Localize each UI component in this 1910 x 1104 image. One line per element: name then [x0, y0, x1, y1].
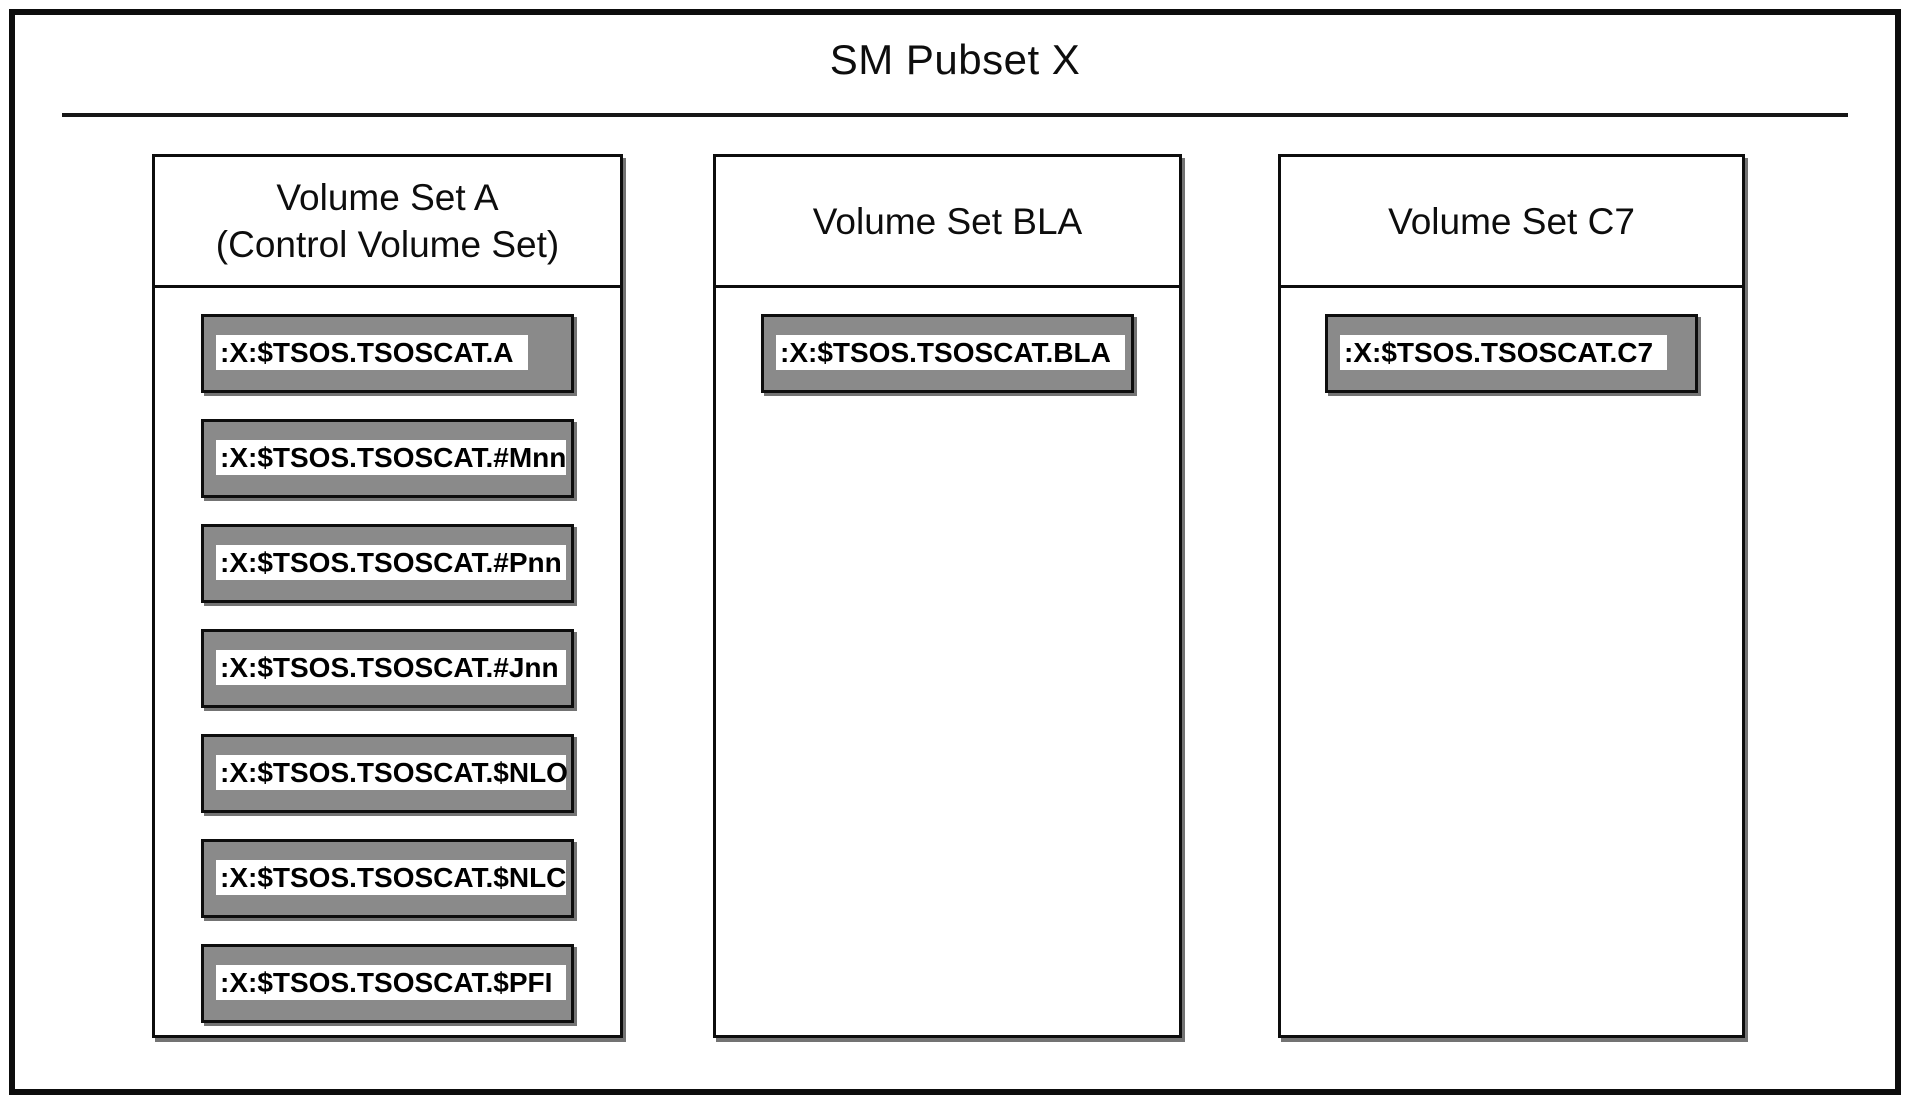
catalog-entry-box: :X:$TSOS.TSOSCAT.$NLC — [201, 839, 574, 918]
catalog-entry-label: :X:$TSOS.TSOSCAT.$NLO — [216, 755, 568, 790]
catalog-entry-label: :X:$TSOS.TSOSCAT.$NLC — [216, 860, 566, 895]
volume-set-name: Volume Set C7 — [1388, 200, 1635, 242]
diagram-title: SM Pubset X — [829, 36, 1081, 83]
volume-set-header: Volume Set BLA — [716, 157, 1179, 288]
catalog-entry-label: :X:$TSOS.TSOSCAT.BLA — [776, 335, 1125, 370]
catalog-entry-box: :X:$TSOS.TSOSCAT.BLA — [761, 314, 1134, 393]
volume-set-box: Volume Set C7 :X:$TSOS.TSOSCAT.C7 — [1278, 154, 1745, 1038]
volume-set-name: Volume Set BLA — [812, 200, 1083, 242]
volume-set-body: :X:$TSOS.TSOSCAT.C7 — [1281, 314, 1742, 393]
catalog-entry-box: :X:$TSOS.TSOSCAT.#Pnn — [201, 524, 574, 603]
volume-set-box: Volume Set A (Control Volume Set) :X:$TS… — [152, 154, 623, 1038]
volume-set-box: Volume Set BLA :X:$TSOS.TSOSCAT.BLA — [713, 154, 1182, 1038]
volume-set-header: Volume Set C7 — [1281, 157, 1742, 288]
catalog-entry-box: :X:$TSOS.TSOSCAT.$PFI — [201, 944, 574, 1023]
outer-frame — [9, 9, 1901, 1095]
title-separator-line — [62, 113, 1848, 117]
volume-set-body: :X:$TSOS.TSOSCAT.BLA — [716, 314, 1179, 393]
catalog-entry-box: :X:$TSOS.TSOSCAT.C7 — [1325, 314, 1698, 393]
catalog-entry-box: :X:$TSOS.TSOSCAT.#Jnn — [201, 629, 574, 708]
volume-set-header: Volume Set A (Control Volume Set) — [155, 157, 620, 288]
catalog-entry-label: :X:$TSOS.TSOSCAT.#Jnn — [216, 650, 566, 685]
volume-set-body: :X:$TSOS.TSOSCAT.A :X:$TSOS.TSOSCAT.#Mnn… — [155, 314, 620, 1023]
catalog-entry-label: :X:$TSOS.TSOSCAT.$PFI — [216, 965, 566, 1000]
catalog-entry-label: :X:$TSOS.TSOSCAT.A — [216, 335, 528, 370]
volume-set-subtitle: (Control Volume Set) — [215, 224, 560, 265]
volume-set-name: Volume Set A — [276, 177, 499, 218]
catalog-entry-box: :X:$TSOS.TSOSCAT.#Mnn — [201, 419, 574, 498]
catalog-entry-box: :X:$TSOS.TSOSCAT.A — [201, 314, 574, 393]
catalog-entry-label: :X:$TSOS.TSOSCAT.#Mnn — [216, 440, 566, 475]
catalog-entry-box: :X:$TSOS.TSOSCAT.$NLO — [201, 734, 574, 813]
catalog-entry-label: :X:$TSOS.TSOSCAT.#Pnn — [216, 545, 566, 580]
catalog-entry-label: :X:$TSOS.TSOSCAT.C7 — [1340, 335, 1668, 370]
